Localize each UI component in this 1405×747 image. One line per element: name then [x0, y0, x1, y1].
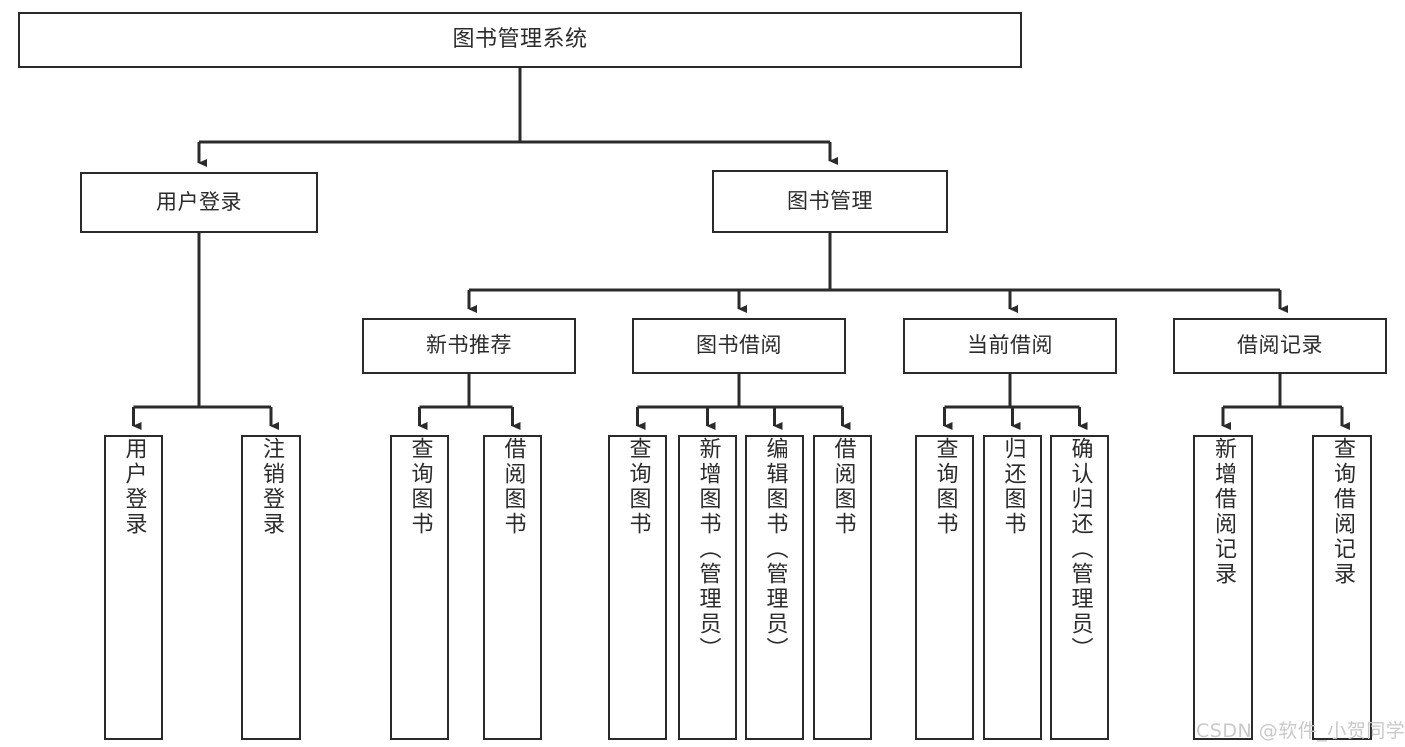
node-l-new-1[interactable]: 查询图书 — [390, 435, 449, 740]
node-label: 图书管理系统 — [452, 26, 588, 52]
node-l-bor-4[interactable]: 借阅图书 — [813, 435, 872, 740]
node-label: 图书管理 — [787, 188, 873, 213]
node-label: 新增图书（管理员） — [695, 437, 721, 662]
node-label: 注销登录 — [259, 437, 284, 537]
node-l-bor-1[interactable]: 查询图书 — [608, 435, 667, 740]
node-l-login-2[interactable]: 注销登录 — [241, 435, 301, 740]
node-root[interactable]: 图书管理系统 — [18, 12, 1022, 68]
node-n-newbook[interactable]: 新书推荐 — [362, 318, 576, 374]
node-l-bor-2[interactable]: 新增图书（管理员） — [678, 435, 737, 740]
node-label: 图书借阅 — [696, 333, 782, 358]
node-n-login[interactable]: 用户登录 — [80, 172, 318, 233]
node-l-rec-2[interactable]: 查询借阅记录 — [1312, 435, 1372, 740]
node-label: 归还图书 — [1000, 437, 1026, 537]
node-l-rec-1[interactable]: 新增借阅记录 — [1193, 435, 1253, 740]
node-label: 查询图书 — [932, 437, 958, 537]
node-n-bookmgr[interactable]: 图书管理 — [712, 170, 948, 233]
node-label: 新书推荐 — [426, 333, 512, 358]
node-label: 确认归还（管理员） — [1067, 437, 1093, 662]
node-label: 借阅图书 — [830, 437, 856, 537]
node-label: 查询图书 — [625, 437, 651, 537]
node-label: 当前借阅 — [967, 333, 1053, 358]
node-label: 借阅记录 — [1237, 333, 1323, 358]
node-l-login-1[interactable]: 用户登录 — [104, 435, 163, 740]
node-l-bor-3[interactable]: 编辑图书（管理员） — [745, 435, 804, 740]
node-l-new-2[interactable]: 借阅图书 — [483, 435, 542, 740]
node-label: 新增借阅记录 — [1211, 437, 1236, 587]
csdn-watermark: CSDN @软件_小贺同学 — [1196, 720, 1405, 742]
node-label: 用户登录 — [156, 189, 242, 214]
node-label: 查询借阅记录 — [1330, 437, 1355, 587]
node-n-record[interactable]: 借阅记录 — [1173, 318, 1387, 374]
node-label: 用户登录 — [121, 437, 147, 537]
node-l-cur-3[interactable]: 确认归还（管理员） — [1050, 435, 1109, 740]
edge-group — [132, 68, 1350, 430]
node-n-current[interactable]: 当前借阅 — [903, 318, 1117, 374]
node-l-cur-2[interactable]: 归还图书 — [983, 435, 1042, 740]
node-l-cur-1[interactable]: 查询图书 — [915, 435, 974, 740]
node-label: 查询图书 — [407, 437, 433, 537]
node-label: 编辑图书（管理员） — [762, 437, 788, 662]
node-n-borrow[interactable]: 图书借阅 — [632, 318, 846, 374]
node-label: 借阅图书 — [500, 437, 526, 537]
